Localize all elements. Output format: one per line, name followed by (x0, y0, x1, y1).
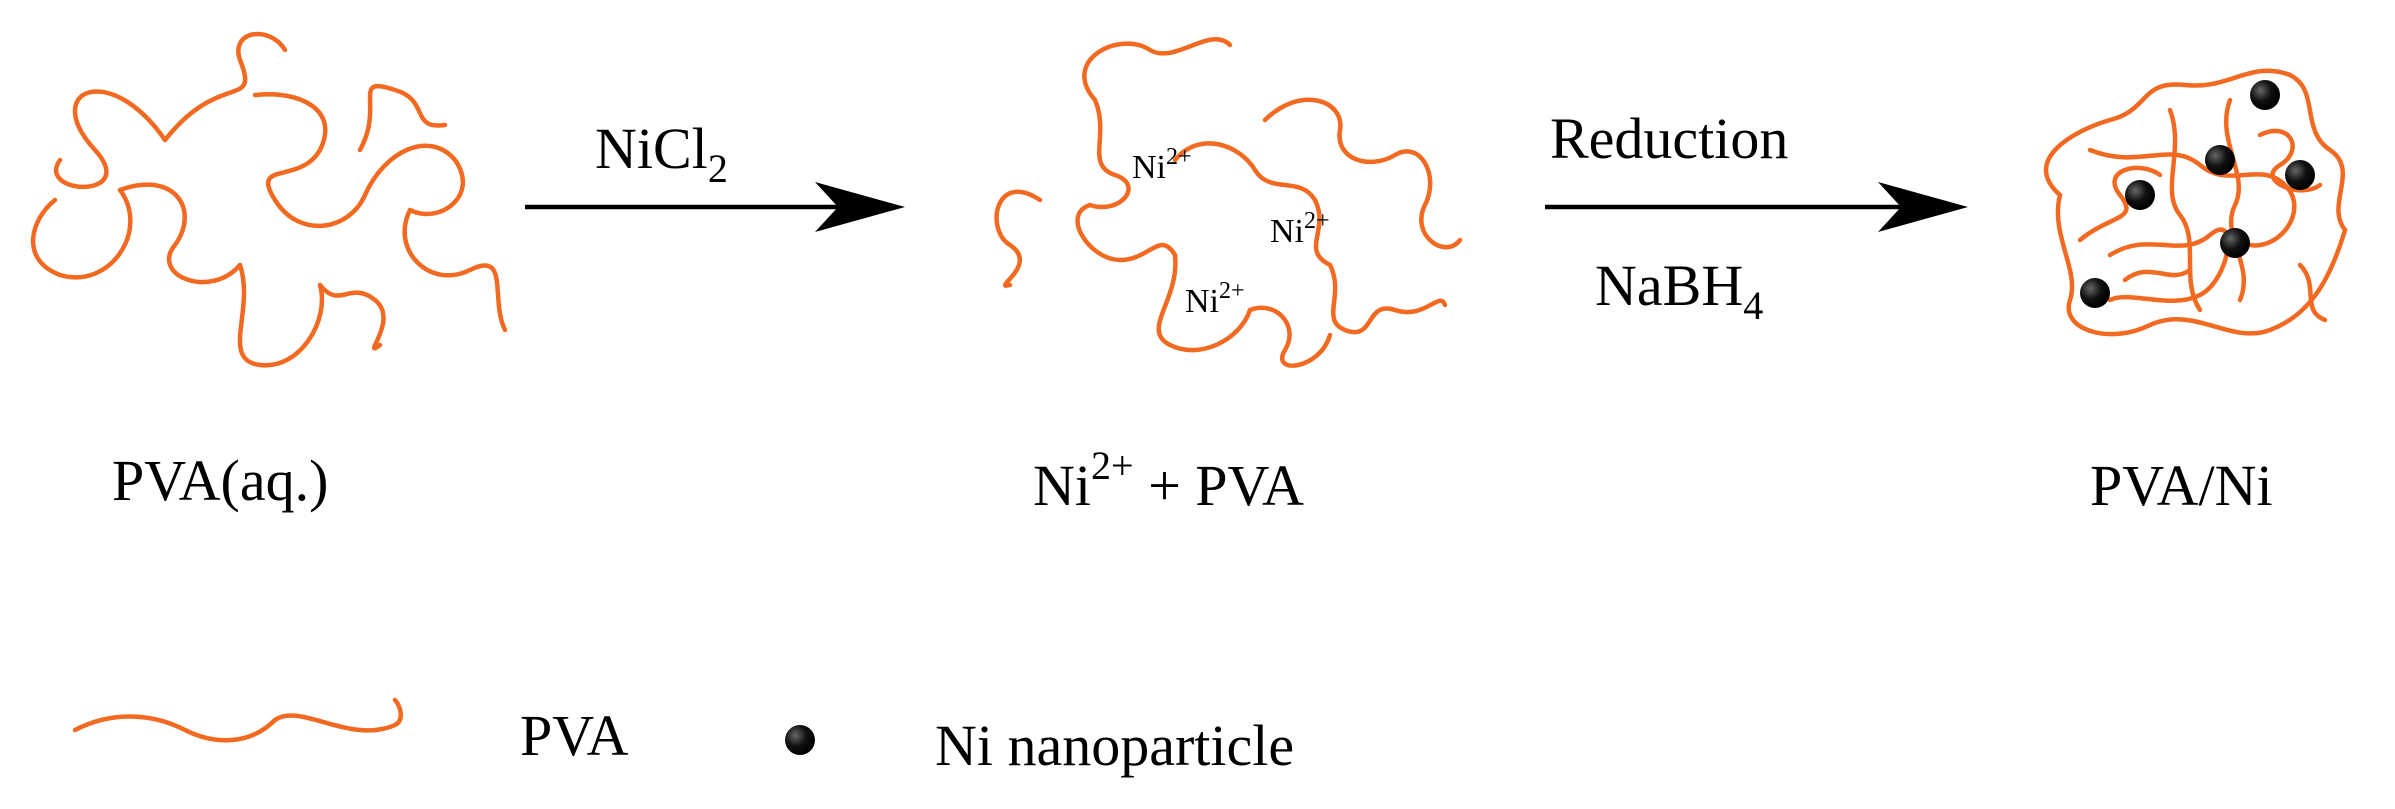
label-ni-sup: 2+ (1091, 443, 1134, 488)
ni-ion-2: Ni2+ (1270, 208, 1330, 250)
pva-ni-composite (2043, 68, 2348, 337)
label-pva-aq: PVA(aq.) (112, 448, 328, 513)
legend: PVA Ni nanoparticle (72, 697, 1294, 778)
ni-nanoparticle (2285, 160, 2315, 190)
reagent-nabh4: NaBH4 (1595, 253, 1763, 328)
reagent-nabh4-sub: 4 (1743, 283, 1763, 328)
ni-nanoparticles (2080, 80, 2315, 308)
ni-ion-1-base: Ni (1132, 149, 1166, 186)
label-ni-rest: + PVA (1134, 453, 1304, 518)
legend-pva-line (72, 697, 403, 743)
label-ni-main: Ni (1033, 453, 1091, 518)
reagent-nicl2: NiCl2 (595, 116, 728, 191)
label-ni-plus-pva: Ni2+ + PVA (1033, 443, 1304, 518)
ni-ion-2-base: Ni (1270, 213, 1304, 250)
ni-nanoparticle (2125, 180, 2155, 210)
reaction-arrow-1 (525, 182, 905, 232)
reduction-label: Reduction (1550, 106, 1788, 171)
reagent-nicl2-sub: 2 (708, 146, 728, 191)
ni-nanoparticle (2250, 80, 2280, 110)
pva-coil-with-ions (994, 37, 1463, 368)
ni-nanoparticle (2080, 278, 2110, 308)
ni-ion-3-base: Ni (1185, 283, 1219, 320)
pva-coil-start (30, 31, 508, 368)
ni-ion-1: Ni2+ (1132, 144, 1192, 186)
reagent-nabh4-main: NaBH (1595, 253, 1743, 318)
legend-ni-nanoparticle-icon (785, 725, 815, 755)
ni-nanoparticle (2205, 145, 2235, 175)
ni-ion-2-sup: 2+ (1304, 208, 1330, 234)
ni-ion-3: Ni2+ (1185, 278, 1245, 320)
reaction-arrow-2 (1545, 182, 1968, 232)
ni-ion-1-sup: 2+ (1166, 144, 1192, 170)
ni-nanoparticle (2220, 228, 2250, 258)
reagent-nicl2-main: NiCl (595, 116, 708, 181)
ni-ion-3-sup: 2+ (1219, 278, 1245, 304)
legend-ni-nanoparticle-label: Ni nanoparticle (935, 713, 1294, 778)
label-pva-ni: PVA/Ni (2090, 453, 2273, 518)
legend-pva-label: PVA (520, 703, 629, 768)
